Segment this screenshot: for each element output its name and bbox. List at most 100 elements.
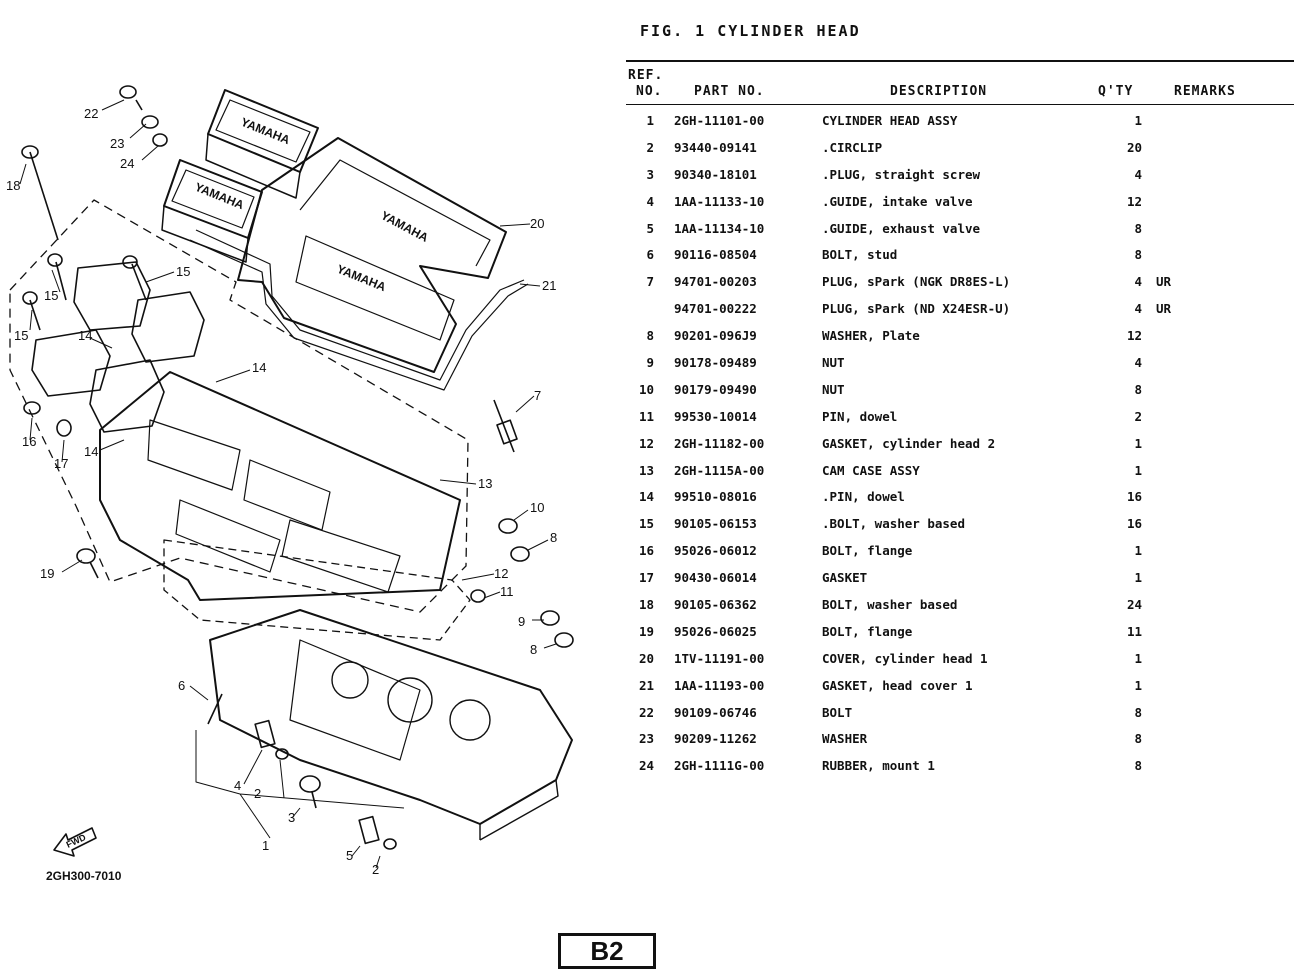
callout: 1 [262, 838, 269, 853]
cell-qty: 8 [1134, 758, 1142, 774]
cell-part-no: 2GH-1111G-00 [674, 758, 765, 774]
cell-ref-no: 20 [638, 650, 654, 666]
cell-ref-no: 3 [646, 166, 654, 182]
callout-numbers: 22 23 24 18 20 21 15 15 15 14 14 14 16 1… [6, 106, 557, 877]
cam-case-body [99, 371, 461, 601]
table-row: 3 90340-18101 .PLUG, straight screw 4 [626, 162, 1294, 189]
cell-ref-no: 23 [638, 731, 654, 747]
table-row: 94701-00222 PLUG, sPark (ND X24ESR-U) 4 … [626, 296, 1294, 323]
cell-qty: 8 [1134, 704, 1142, 720]
cell-qty: 16 [1126, 516, 1142, 532]
table-row: 22 90109-06746 BOLT 8 [626, 700, 1294, 727]
cell-ref-no: 19 [638, 623, 654, 639]
callout: 9 [518, 614, 525, 629]
header-qty: Q'TY [1098, 84, 1134, 99]
callout: 13 [478, 476, 492, 491]
table-row: 12 2GH-11182-00 GASKET, cylinder head 2 … [626, 431, 1294, 458]
cell-description: .GUIDE, exhaust valve [822, 220, 981, 236]
cell-part-no: 90178-09489 [674, 355, 757, 371]
callout: 15 [176, 264, 190, 279]
cell-ref-no: 17 [638, 570, 654, 586]
head-gasket-dashed [163, 539, 471, 641]
cell-ref-no: 16 [638, 543, 654, 559]
callout: 15 [14, 328, 28, 343]
table-row: 16 95026-06012 BOLT, flange 1 [626, 538, 1294, 565]
cell-part-no: 90105-06362 [674, 597, 757, 613]
cell-ref-no: 18 [638, 597, 654, 613]
table-row: 8 90201-096J9 WASHER, Plate 12 [626, 323, 1294, 350]
cell-part-no: 94701-00203 [674, 274, 757, 290]
cell-qty: 16 [1126, 489, 1142, 505]
cell-description: WASHER [822, 731, 868, 747]
callout: 14 [78, 328, 92, 343]
cell-ref-no: 11 [638, 408, 654, 424]
drawing-id: 2GH300-7010 [46, 869, 122, 883]
table-header-rule [626, 104, 1294, 105]
cell-qty: 24 [1126, 597, 1142, 613]
cell-qty: 1 [1134, 570, 1142, 586]
head-cover-gasket [189, 229, 529, 391]
table-row: 21 1AA-11193-00 GASKET, head cover 1 1 [626, 673, 1294, 700]
parts-table: 1 2GH-11101-00 CYLINDER HEAD ASSY 1 2 93… [626, 108, 1294, 780]
table-row: 9 90178-09489 NUT 4 [626, 350, 1294, 377]
callout: 15 [44, 288, 58, 303]
callout: 23 [110, 136, 124, 151]
cell-description: .CIRCLIP [822, 139, 883, 155]
cell-description: .PIN, dowel [822, 489, 905, 505]
table-row: 11 99530-10014 PIN, dowel 2 [626, 404, 1294, 431]
cover-brand-lower: YAMAHA [335, 262, 388, 294]
table-row: 6 90116-08504 BOLT, stud 8 [626, 242, 1294, 269]
cell-qty: 1 [1134, 543, 1142, 559]
cell-part-no: 2GH-1115A-00 [674, 462, 765, 478]
cell-ref-no: 12 [638, 435, 654, 451]
cell-description: .BOLT, washer based [822, 516, 965, 532]
table-row: 4 1AA-11133-10 .GUIDE, intake valve 12 [626, 189, 1294, 216]
cell-part-no: 93440-09141 [674, 139, 757, 155]
callout: 21 [542, 278, 556, 293]
cell-part-no: 1AA-11193-00 [674, 677, 765, 693]
cell-part-no: 90179-09490 [674, 381, 757, 397]
table-row: 10 90179-09490 NUT 8 [626, 377, 1294, 404]
cell-description: COVER, cylinder head 1 [822, 650, 988, 666]
cover-brand-left: YAMAHA [193, 180, 246, 212]
cell-qty: 1 [1134, 113, 1142, 128]
cover-brand-main: YAMAHA [379, 208, 431, 245]
cell-qty: 1 [1134, 462, 1142, 478]
table-row: 7 94701-00203 PLUG, sPark (NGK DR8ES-L) … [626, 269, 1294, 296]
cell-ref-no: 2 [646, 139, 654, 155]
cell-ref-no: 13 [638, 462, 654, 478]
cell-ref-no: 4 [646, 193, 654, 209]
cell-part-no: 95026-06012 [674, 543, 757, 559]
cell-remarks: UR [1156, 274, 1172, 290]
table-row: 19 95026-06025 BOLT, flange 11 [626, 619, 1294, 646]
fasteners [21, 85, 574, 850]
header-ref-line2: NO. [636, 84, 663, 99]
cell-part-no: 1TV-11191-00 [674, 650, 765, 666]
header-ref-line1: REF. [628, 68, 664, 83]
callout: 14 [252, 360, 266, 375]
table-row: 2 93440-09141 .CIRCLIP 20 [626, 135, 1294, 162]
table-row: 1 2GH-11101-00 CYLINDER HEAD ASSY 1 [626, 108, 1294, 135]
table-row: 5 1AA-11134-10 .GUIDE, exhaust valve 8 [626, 216, 1294, 243]
callout: 10 [530, 500, 544, 515]
cell-description: WASHER, Plate [822, 328, 920, 344]
cell-part-no: 90116-08504 [674, 247, 757, 263]
cell-description: GASKET [822, 570, 868, 586]
cylinder-head-lower [209, 609, 573, 841]
cell-qty: 1 [1134, 435, 1142, 451]
table-row: 24 2GH-1111G-00 RUBBER, mount 1 8 [626, 753, 1294, 780]
cell-ref-no: 24 [638, 758, 654, 774]
head-cover-rear [205, 89, 319, 199]
cell-ref-no: 5 [646, 220, 654, 236]
cell-description: CAM CASE ASSY [822, 462, 920, 478]
callout: 8 [530, 642, 537, 657]
cell-ref-no: 21 [638, 677, 654, 693]
cell-qty: 12 [1126, 328, 1142, 344]
cell-ref-no: 8 [646, 328, 654, 344]
table-row: 23 90209-11262 WASHER 8 [626, 726, 1294, 753]
cell-description: BOLT, washer based [822, 597, 958, 613]
cell-ref-no: 10 [638, 381, 654, 397]
table-top-rule [626, 60, 1294, 62]
cell-ref-no: 7 [646, 274, 654, 290]
cell-ref-no: 14 [638, 489, 654, 505]
